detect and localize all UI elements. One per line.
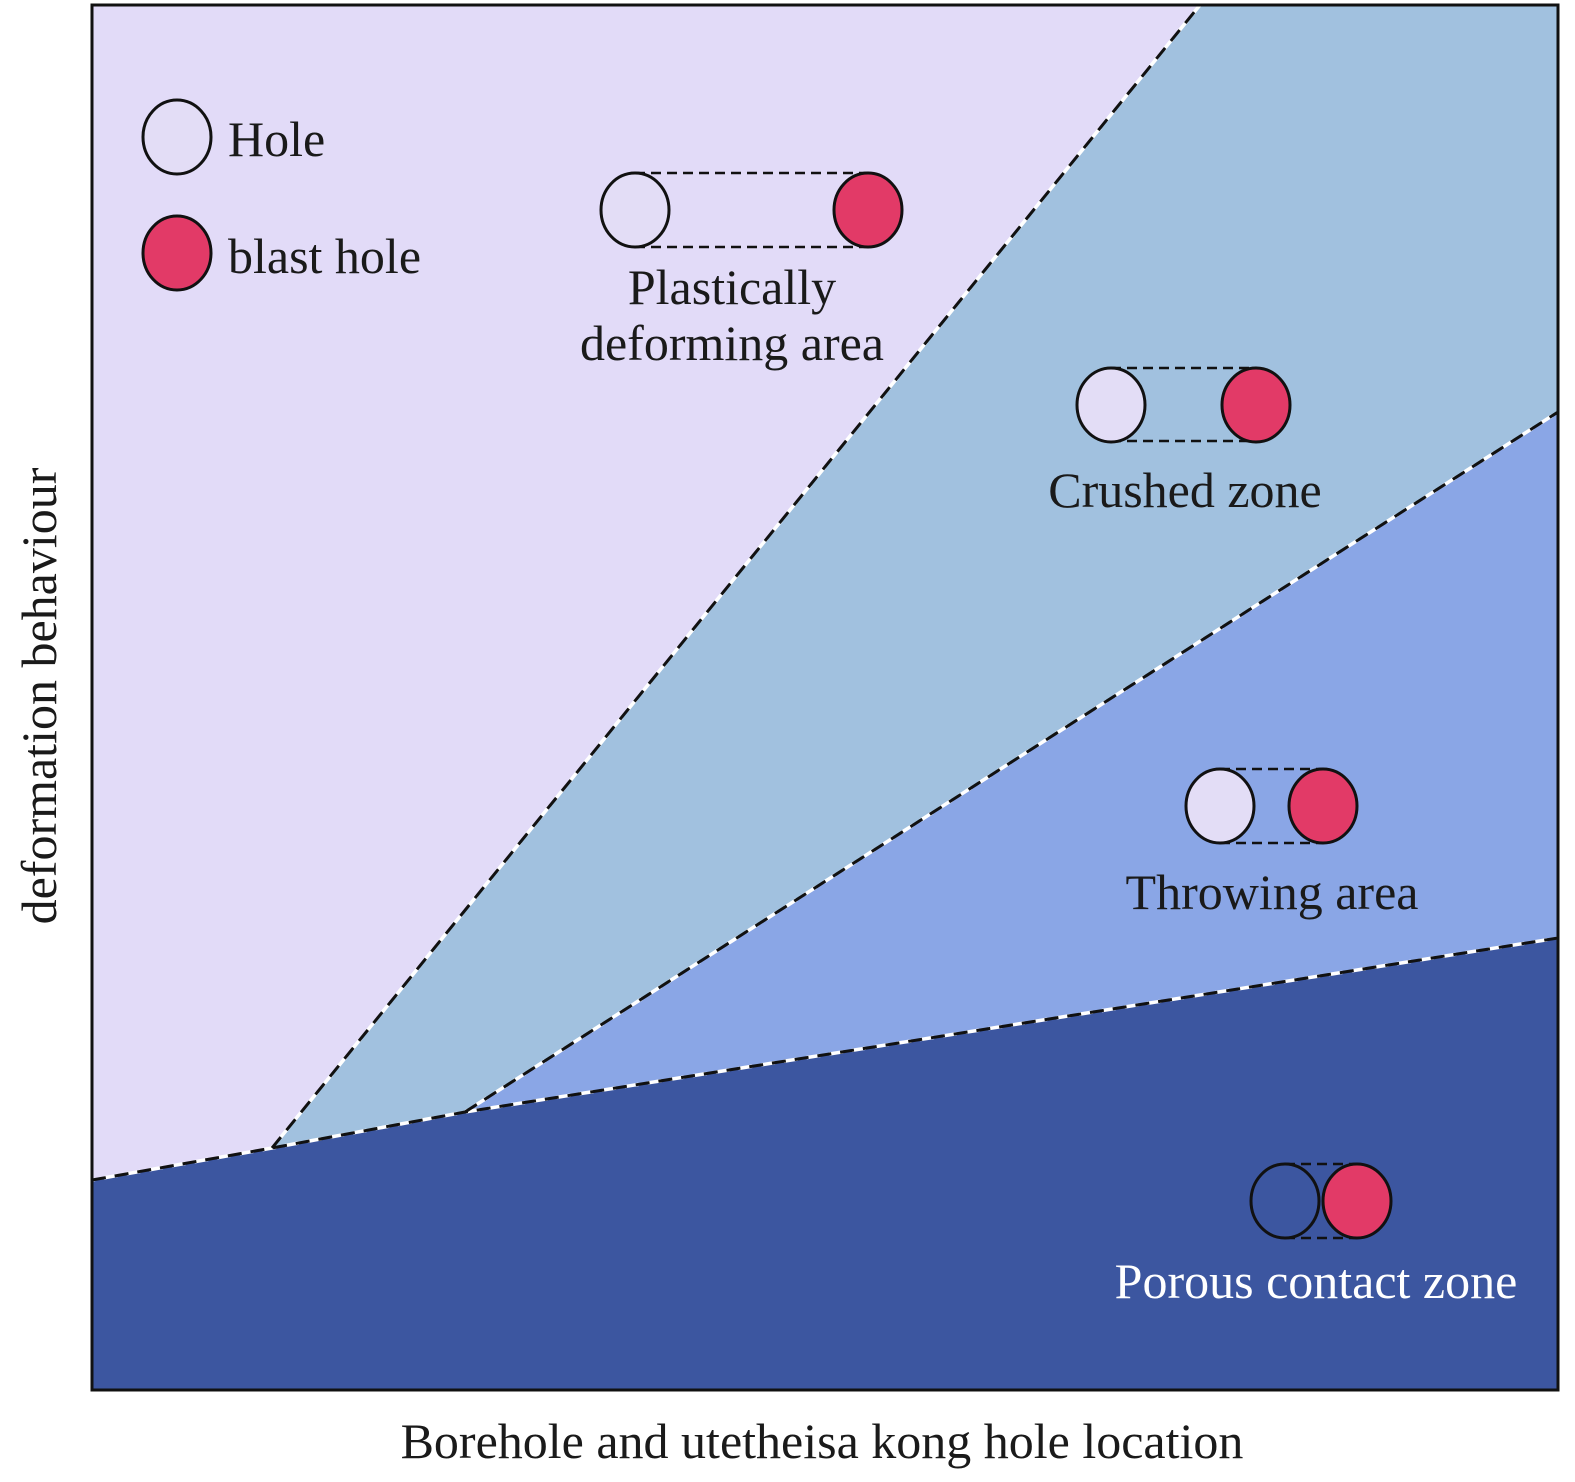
y-axis-label: deformation behaviour xyxy=(11,467,67,924)
plastically-deforming-area-label-line-2: deforming area xyxy=(580,315,884,371)
throwing-area-label: Throwing area xyxy=(1126,864,1419,920)
empty-hole-icon xyxy=(1184,767,1256,845)
crushed-hole-pair xyxy=(1075,366,1292,444)
legend-blast-label: blast hole xyxy=(228,228,421,284)
empty-hole-icon xyxy=(1075,366,1147,444)
blast-hole-icon xyxy=(832,171,904,249)
throwing-hole-pair xyxy=(1184,767,1359,845)
empty-hole-icon xyxy=(599,171,671,249)
empty-hole-icon xyxy=(1249,1162,1321,1240)
plastically-deforming-area-region xyxy=(92,5,1200,1180)
legend: Hole blast hole xyxy=(141,98,421,292)
zone-boundaries xyxy=(91,3,1559,1182)
porous-boundary-line xyxy=(91,936,1559,1182)
crushed-throwing-boundary-line xyxy=(464,410,1559,1114)
blast-hole-icon xyxy=(1321,1162,1393,1240)
blast-hole-icon xyxy=(1220,366,1292,444)
blast-hole-icon xyxy=(141,214,213,292)
empty-hole-icon xyxy=(141,98,213,176)
porous-contact-zone-region xyxy=(92,938,1558,1390)
legend-hole-label: Hole xyxy=(228,111,325,167)
porous-hole-pair xyxy=(1249,1162,1393,1240)
crushed-zone-label: Crushed zone xyxy=(1048,462,1322,518)
plot-frame xyxy=(90,3,1560,1392)
plastic-hole-pair xyxy=(599,171,904,249)
x-axis-label: Borehole and utetheisa kong hole locatio… xyxy=(401,1413,1244,1469)
blast-hole-icon xyxy=(1287,767,1359,845)
plastic-crushed-boundary-line xyxy=(270,4,1202,1149)
porous-contact-zone-label: Porous contact zone xyxy=(1115,1253,1518,1309)
crushed-zone-region xyxy=(272,5,1558,1148)
plastically-deforming-area-label-line-1: Plastically xyxy=(628,259,836,315)
